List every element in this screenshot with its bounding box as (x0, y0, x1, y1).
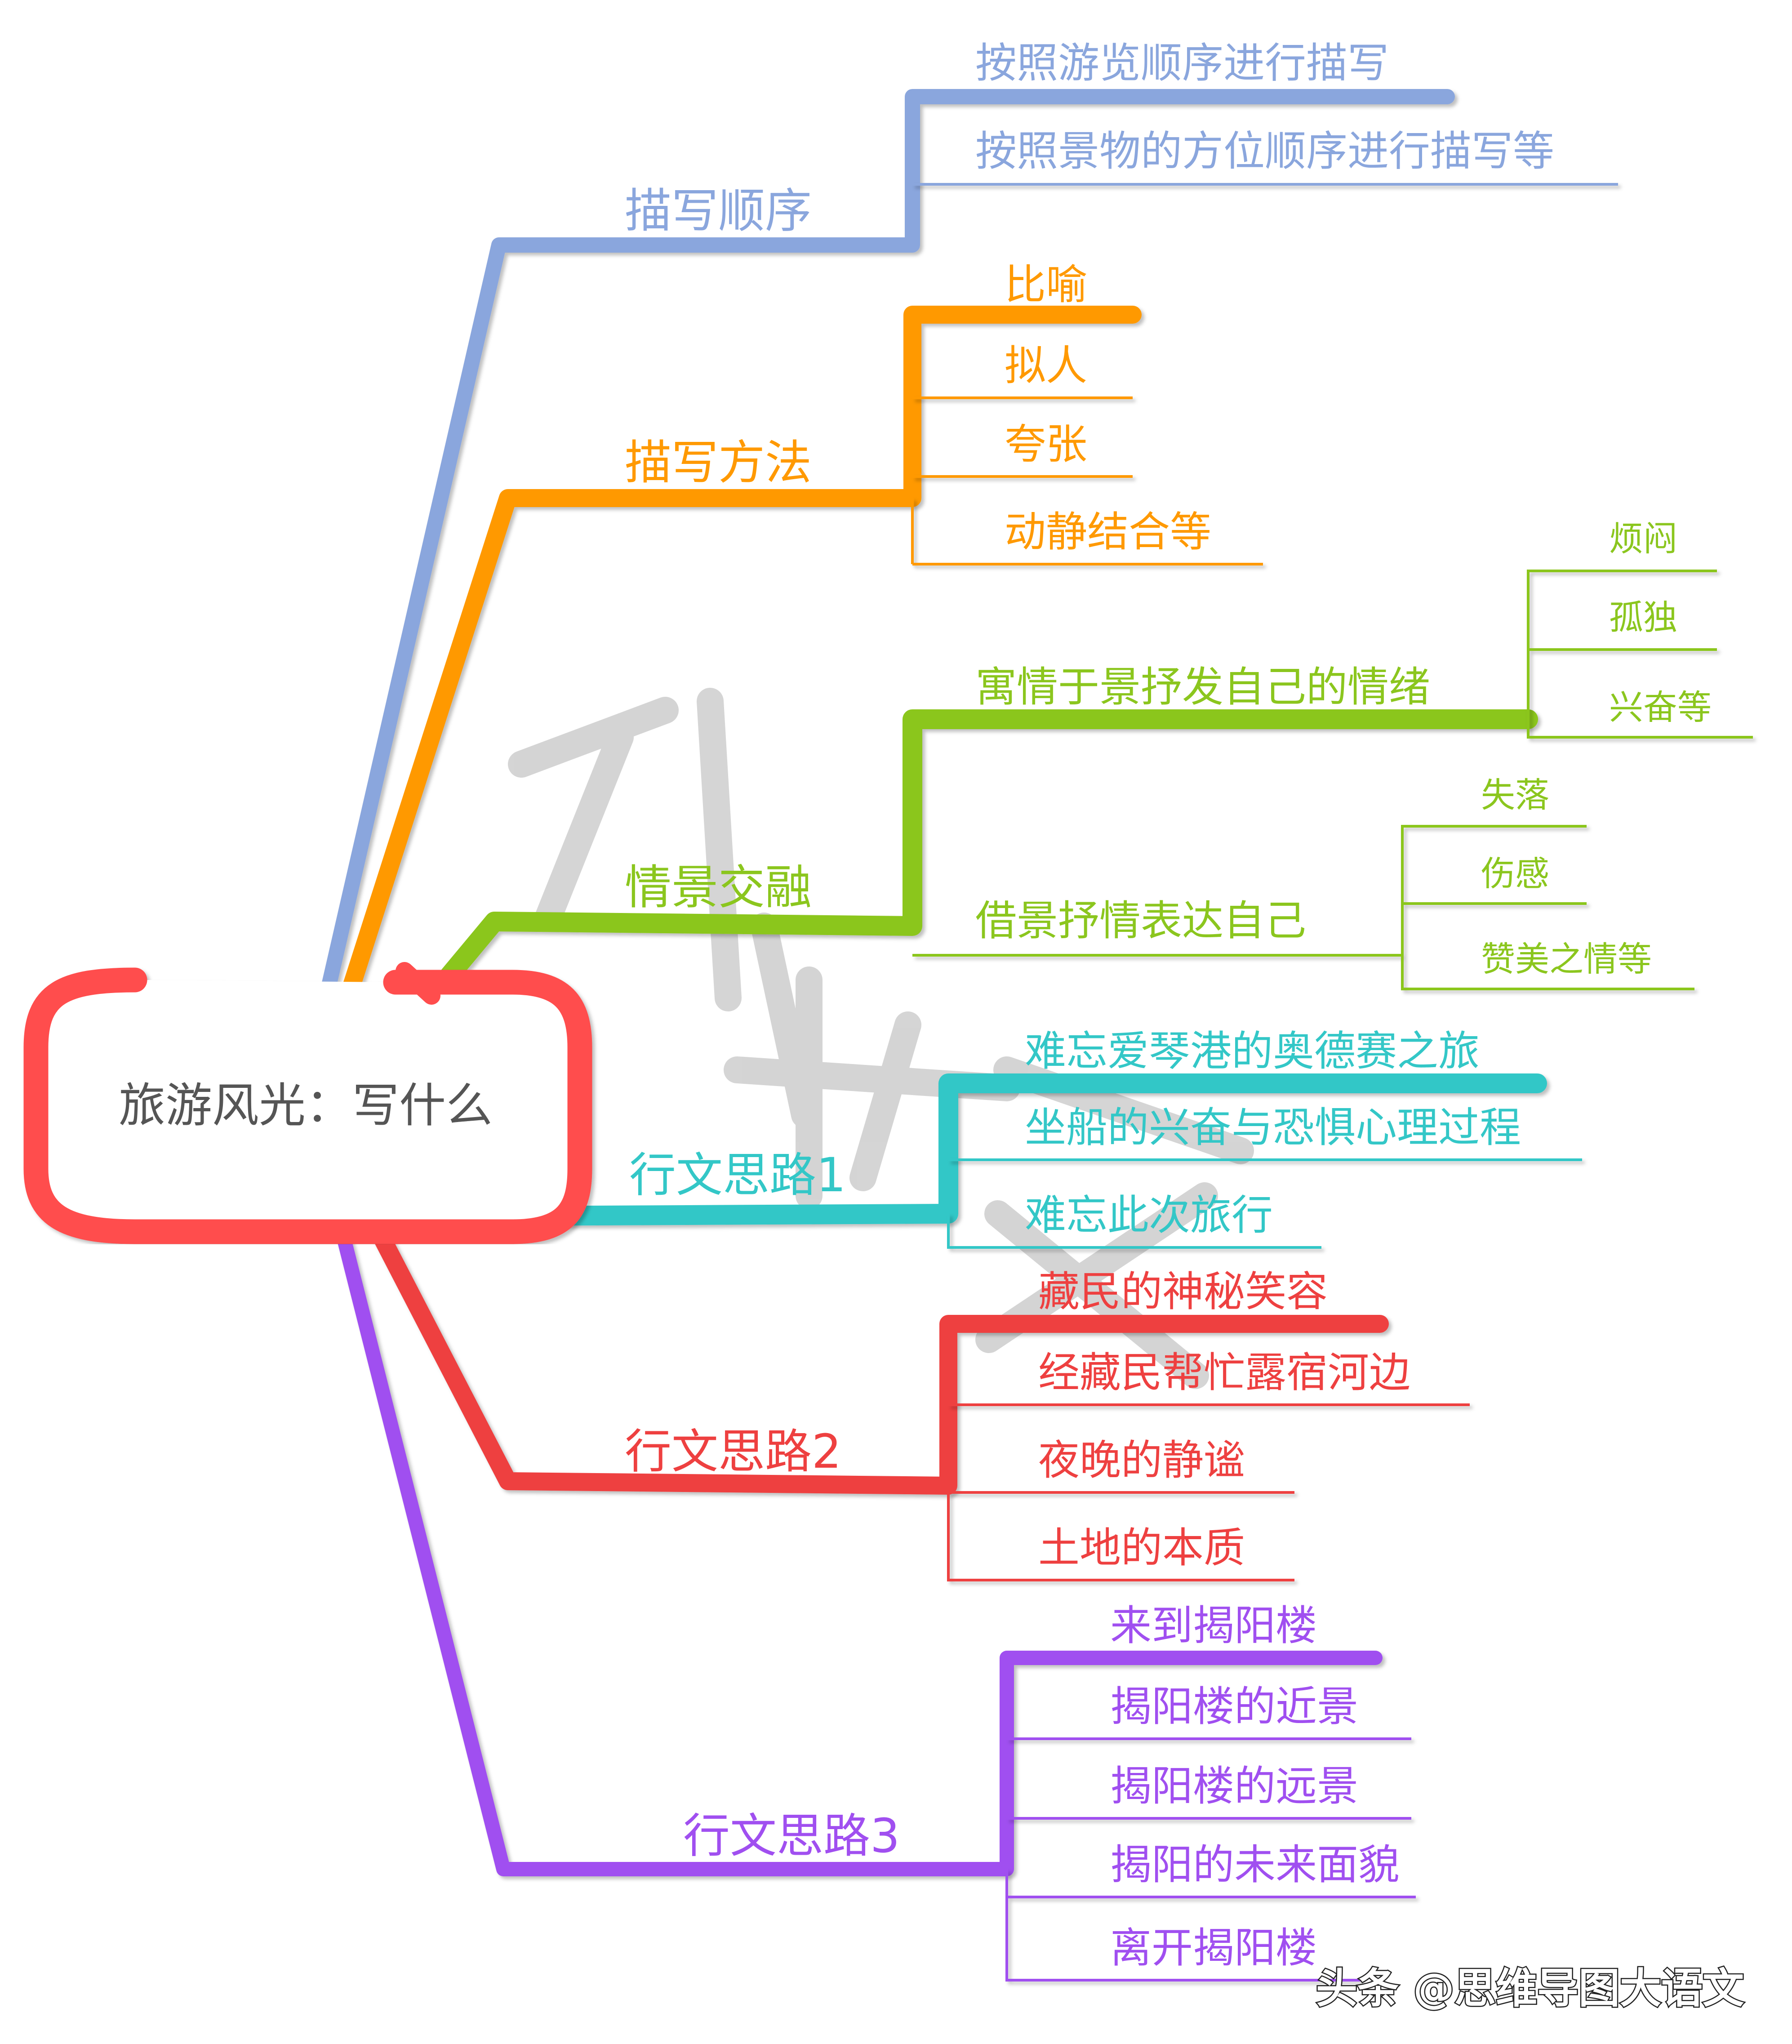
leaf-quiet-night[interactable]: 夜晚的静谧 (1038, 1436, 1245, 1484)
leaf-lost[interactable]: 失落 (1481, 775, 1549, 815)
sub-branch-emotion-in-scene[interactable]: 寓情于景抒发自己的情绪 (975, 663, 1430, 711)
branch-label-describe-method[interactable]: 描写方法 (625, 435, 812, 490)
leaf-describe-order-2[interactable]: 按照景物的方位顺序进行描写等 (975, 127, 1554, 175)
branch-outline-1: 行文思路1 难忘爱琴港的奥德赛之旅 坐船的兴奋与恐惧心理过程 难忘此次旅行 (629, 1027, 1521, 1239)
leaf-tower-near-view[interactable]: 揭阳楼的近景 (1110, 1683, 1358, 1731)
sub-branch-express-via-scene[interactable]: 借景抒情表达自己 (975, 897, 1306, 945)
branch-describe-order: 描写顺序 按照游览顺序进行描写 按照景物的方位顺序进行描写等 (625, 39, 1554, 238)
leaf-lonely[interactable]: 孤独 (1609, 597, 1677, 637)
branch-label-outline-2[interactable]: 行文思路2 (625, 1424, 841, 1479)
item-connector-lines (911, 183, 1753, 1982)
leaf-arrive-tower[interactable]: 来到揭阳楼 (1110, 1602, 1317, 1650)
leaf-exaggeration[interactable]: 夸张 (1005, 420, 1087, 468)
branch-outline-3: 行文思路3 来到揭阳楼 揭阳楼的近景 揭阳楼的远景 揭阳的未来面貌 离开揭阳楼 (683, 1602, 1400, 1972)
leaf-gloomy[interactable]: 烦闷 (1609, 519, 1677, 559)
leaf-aegean-journey[interactable]: 难忘爱琴港的奥德赛之旅 (1025, 1027, 1480, 1075)
leaf-describe-order-1[interactable]: 按照游览顺序进行描写 (975, 39, 1389, 87)
main-branch-lines (320, 89, 1547, 1876)
branch-label-emotion-scene[interactable]: 情景交融 (625, 860, 812, 915)
leaf-land-essence[interactable]: 土地的本质 (1038, 1524, 1245, 1572)
leaf-metaphor[interactable]: 比喻 (1005, 261, 1087, 309)
root-label: 旅游风光：写什么 (119, 1078, 493, 1133)
branch-emotion-scene: 情景交融 寓情于景抒发自己的情绪 烦闷 孤独 兴奋等 借景抒情表达自己 失落 伤… (625, 519, 1712, 979)
branch-label-describe-order[interactable]: 描写顺序 (625, 183, 812, 238)
leaf-boat-feelings[interactable]: 坐船的兴奋与恐惧心理过程 (1025, 1104, 1521, 1152)
leaf-leave-tower[interactable]: 离开揭阳楼 (1110, 1924, 1317, 1972)
root-node[interactable]: 旅游风光：写什么 (23, 962, 592, 1244)
leaf-sad[interactable]: 伤感 (1481, 854, 1549, 894)
leaf-memorable-trip[interactable]: 难忘此次旅行 (1025, 1191, 1273, 1239)
leaf-tibetan-smile[interactable]: 藏民的神秘笑容 (1038, 1268, 1328, 1316)
branch-outline-2: 行文思路2 藏民的神秘笑容 经藏民帮忙露宿河边 夜晚的静谧 土地的本质 (625, 1268, 1410, 1572)
leaf-future-look[interactable]: 揭阳的未来面貌 (1110, 1841, 1400, 1889)
branch-label-outline-1[interactable]: 行文思路1 (629, 1148, 846, 1202)
leaf-excited[interactable]: 兴奋等 (1609, 687, 1712, 727)
leaf-motion-stillness[interactable]: 动静结合等 (1005, 508, 1211, 556)
leaf-tower-far-view[interactable]: 揭阳楼的远景 (1110, 1762, 1358, 1810)
branch-label-outline-3[interactable]: 行文思路3 (683, 1808, 900, 1863)
branch-describe-method: 描写方法 比喻 拟人 夸张 动静结合等 (625, 261, 1211, 556)
leaf-praise[interactable]: 赞美之情等 (1481, 939, 1652, 979)
leaf-camp-by-river[interactable]: 经藏民帮忙露宿河边 (1038, 1349, 1410, 1397)
watermark-text: 头条 @思维导图大语文 (1316, 1964, 1744, 2013)
leaf-personification[interactable]: 拟人 (1005, 342, 1087, 390)
